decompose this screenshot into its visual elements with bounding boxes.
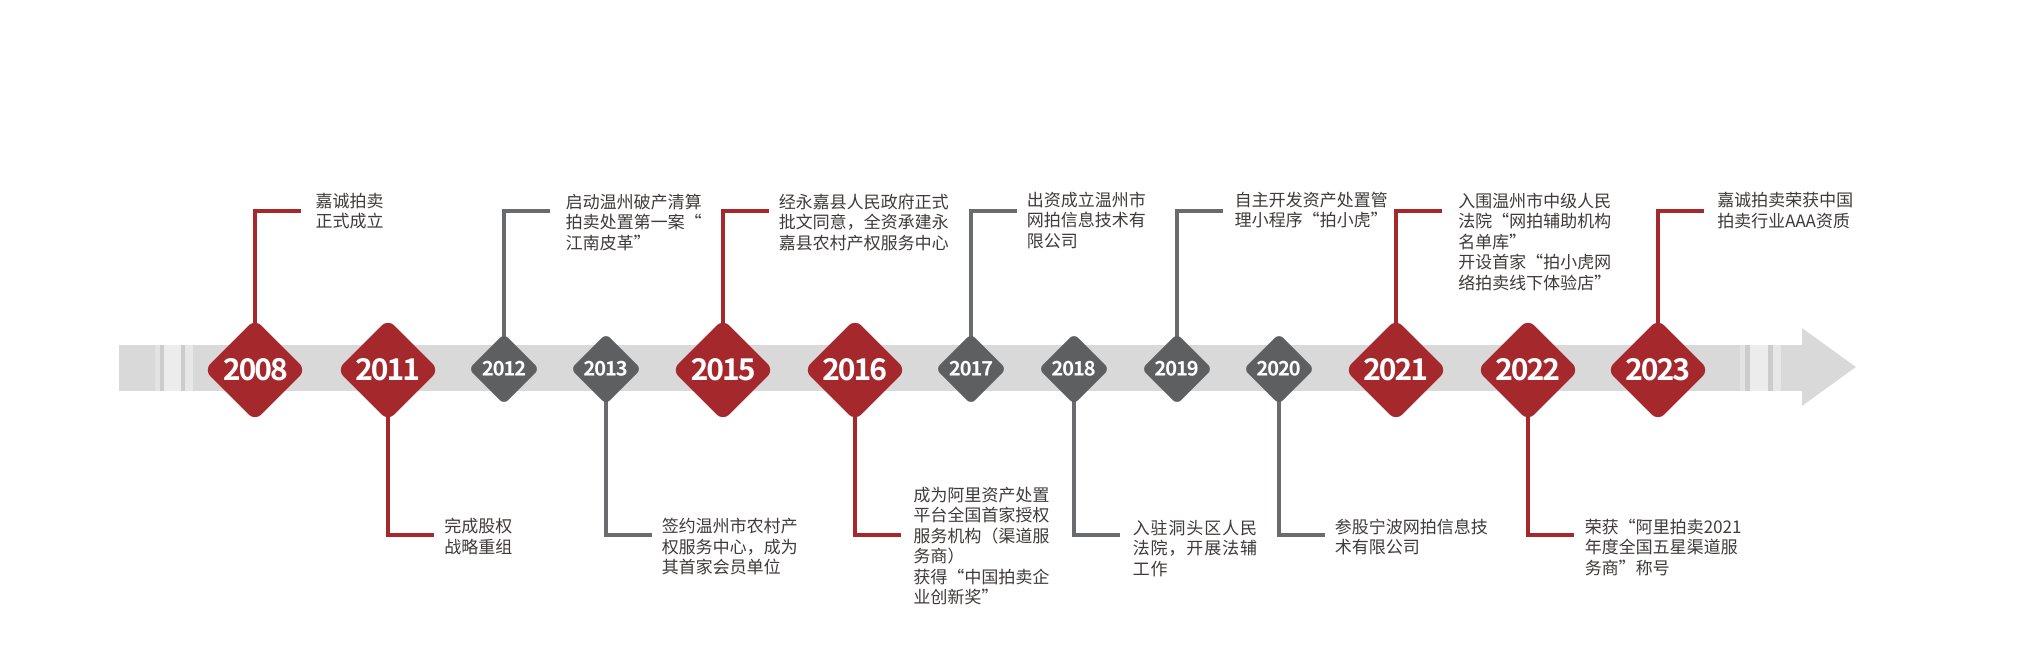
connector-horizontal-line [502, 209, 550, 213]
band-stripe [180, 344, 185, 391]
connector-vertical-line [1071, 368, 1076, 537]
event-description: 自主开发资产处置管 理小程序“拍小虎” [1234, 185, 1388, 231]
band-stripe [1740, 344, 1746, 391]
connector-vertical-line [1174, 209, 1179, 369]
connector-vertical-line [385, 370, 390, 537]
year-label: 2012 [481, 352, 526, 381]
connector-vertical-line [1655, 209, 1660, 370]
connector-horizontal-line [1174, 209, 1223, 213]
year-label: 2017 [948, 352, 993, 381]
year-label: 2022 [1495, 344, 1560, 389]
connector-vertical-line [253, 209, 258, 370]
connector-vertical-line [1393, 209, 1398, 370]
connector-vertical-line [1525, 370, 1530, 537]
event-description: 完成股权 战略重组 [444, 512, 513, 558]
connector-horizontal-line [969, 209, 1017, 213]
year-label: 2008 [222, 344, 288, 389]
connector-vertical-line [852, 370, 857, 537]
arrow-right-icon [1801, 327, 1856, 406]
event-description: 经永嘉县人民政府正式 批文同意，全资承建永 嘉县农村产权服务中心 [778, 187, 949, 254]
year-label: 2015 [690, 344, 756, 389]
connector-horizontal-line [1525, 533, 1574, 537]
event-description: 签约温州市农村产 权服务中心，成为 其首家会员单位 [661, 512, 798, 578]
event-description: 入围温州市中级人民 法院“网拍辅助机构 名单库” 开设首家“拍小虎网 络拍卖线下… [1458, 186, 1612, 294]
connector-horizontal-line [1276, 533, 1325, 537]
connector-vertical-line [969, 209, 973, 369]
connector-horizontal-line [1655, 209, 1704, 213]
band-stripe [163, 344, 181, 391]
event-description: 出资成立温州市 网拍信息技术有 限公司 [1026, 185, 1146, 252]
event-description: 参股宁波网拍信息技 术有限公司 [1334, 512, 1488, 558]
event-description: 启动温州破产清算 拍卖处置第一案“ 江南皮革” [565, 187, 702, 254]
year-label: 2011 [355, 344, 420, 389]
event-description: 荣获“阿里拍卖2021 年度全国五星渠道服 务商”称号 [1584, 512, 1742, 579]
connector-horizontal-line [1071, 533, 1120, 537]
connector-vertical-line [721, 209, 725, 370]
connector-horizontal-line [1393, 209, 1442, 213]
year-label: 2013 [583, 352, 627, 381]
event-description: 成为阿里资产处置 平台全国首家授权 服务机构（渠道服 务商） 获得“中国拍卖企 … [913, 480, 1050, 608]
band-stripe [184, 344, 194, 391]
year-label: 2021 [1363, 344, 1428, 389]
connector-vertical-line [502, 209, 506, 369]
event-description: 嘉诚拍卖 正式成立 [315, 186, 384, 232]
band-stripe [154, 344, 160, 391]
connector-horizontal-line [852, 533, 901, 537]
event-description: 入驻洞头区人民 法院，开展法辅 工作 [1132, 513, 1258, 580]
connector-vertical-line [603, 368, 608, 537]
band-stripe [1750, 344, 1768, 391]
connector-vertical-line [1276, 368, 1281, 537]
connector-horizontal-line [253, 209, 302, 213]
connector-horizontal-line [721, 209, 769, 213]
connector-horizontal-line [603, 533, 652, 537]
band-stripe [1745, 344, 1751, 391]
band-stripe [1772, 344, 1781, 391]
year-label: 2019 [1154, 352, 1198, 381]
band-stripe [1767, 344, 1773, 391]
year-label: 2016 [822, 344, 887, 389]
event-description: 嘉诚拍卖荣获中国 拍卖行业AAA资质 [1717, 186, 1854, 232]
band-stripe [159, 344, 164, 391]
year-label: 2023 [1625, 344, 1690, 389]
year-label: 2018 [1051, 352, 1095, 381]
year-label: 2020 [1256, 352, 1300, 381]
connector-horizontal-line [385, 533, 434, 537]
